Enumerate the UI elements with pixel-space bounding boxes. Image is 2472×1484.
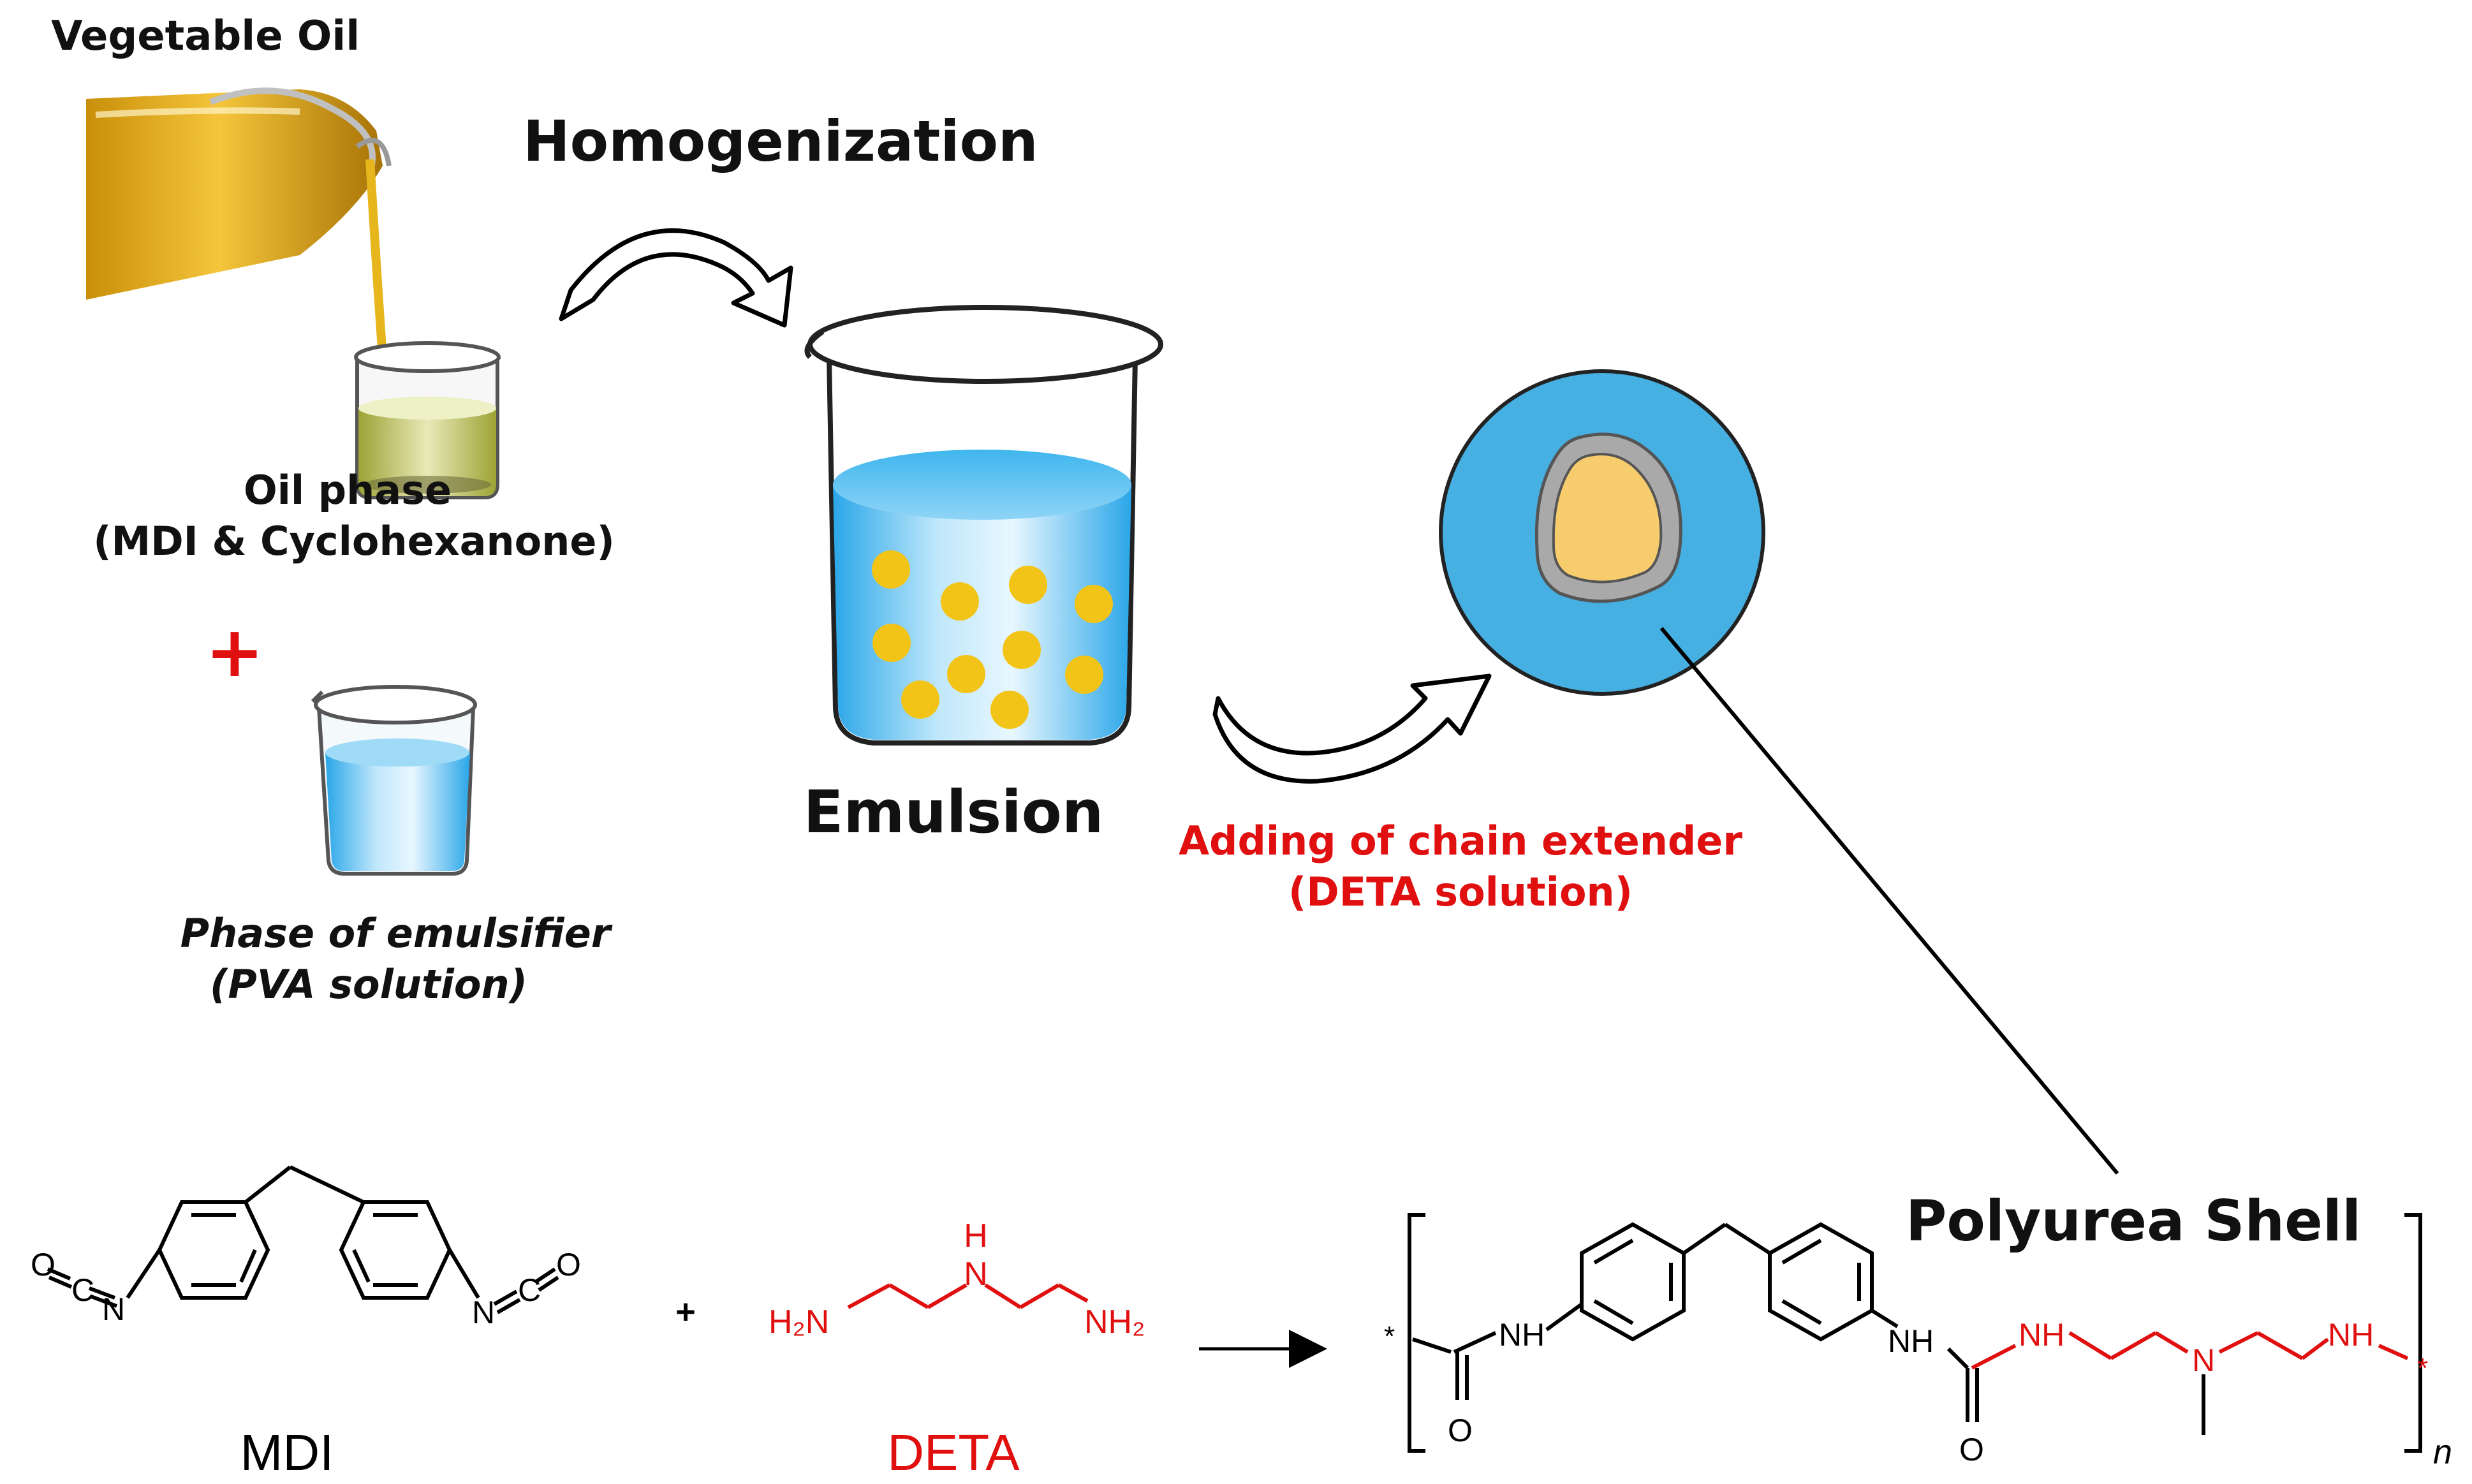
label-emulsifier-detail: (PVA solution) — [210, 961, 527, 1008]
label-emulsion: Emulsion — [804, 778, 1104, 846]
polyurea-star-left: * — [1384, 1321, 1395, 1352]
mdi-name: MDI — [240, 1424, 334, 1481]
emulsion-beaker — [804, 305, 1163, 746]
deta-atom-nh2: NH₂ — [1084, 1304, 1145, 1341]
label-oil-phase-detail: (MDI & Cyclohexanone) — [93, 518, 615, 564]
oil-bottle-illustration — [86, 87, 392, 358]
oil-droplets — [872, 550, 1113, 729]
deta-atom-n: N — [964, 1256, 988, 1293]
polyurea-atom-nh-red-1: NH — [2019, 1317, 2064, 1353]
deta-atom-h2n: H₂N — [769, 1304, 829, 1341]
emulsifier-beaker — [311, 685, 477, 876]
chain-extender-arrow — [1212, 673, 1492, 784]
polyurea-atom-nh-right: NH — [1888, 1323, 1934, 1359]
label-emulsifier-phase: Phase of emulsifier — [180, 910, 613, 957]
polyurea-atom-o-right: O — [1959, 1432, 1984, 1467]
shell-leader-line — [1659, 627, 2119, 1175]
oil-phase-beaker — [354, 341, 501, 499]
plus-sign: + — [205, 611, 264, 693]
polyurea-star-right: * — [2417, 1353, 2428, 1384]
label-oil-phase-title: Oil phase — [244, 467, 452, 513]
polyurea-repeat-n: n — [2433, 1433, 2452, 1471]
label-homogenization: Homogenization — [523, 108, 1038, 174]
label-vegetable-oil: Vegetable Oil — [51, 13, 360, 60]
mdi-atom-n-right: N — [472, 1295, 495, 1330]
mdi-atom-c-right: C — [518, 1272, 541, 1308]
deta-name: DETA — [887, 1424, 1020, 1481]
label-polyurea-shell: Polyurea Shell — [1906, 1188, 2361, 1254]
deta-atom-h: H — [964, 1217, 988, 1254]
polyurea-atom-o-left: O — [1448, 1413, 1473, 1448]
polyurea-atom-n-red: N — [2192, 1342, 2215, 1378]
mdi-atom-c-left: C — [71, 1272, 94, 1308]
polyurea-red-segment — [1971, 1331, 2409, 1370]
homogenization-arrow — [559, 228, 793, 328]
mdi-atom-o-left: O — [31, 1247, 55, 1282]
mdi-structure — [47, 1165, 559, 1314]
polyurea-atom-nh-left: NH — [1499, 1317, 1545, 1353]
microcapsule — [1439, 369, 1765, 696]
polyurea-atom-nh-red-2: NH — [2328, 1317, 2374, 1353]
mdi-atom-n-left: N — [102, 1291, 125, 1327]
reaction-plus: + — [675, 1293, 696, 1331]
label-chain-extender-detail: (DETA solution) — [1288, 869, 1633, 915]
label-chain-extender: Adding of chain extender — [1179, 818, 1742, 864]
deta-structure — [847, 1283, 1089, 1309]
mdi-atom-o-right: O — [556, 1247, 581, 1282]
polyurea-structure — [1408, 1213, 2422, 1453]
